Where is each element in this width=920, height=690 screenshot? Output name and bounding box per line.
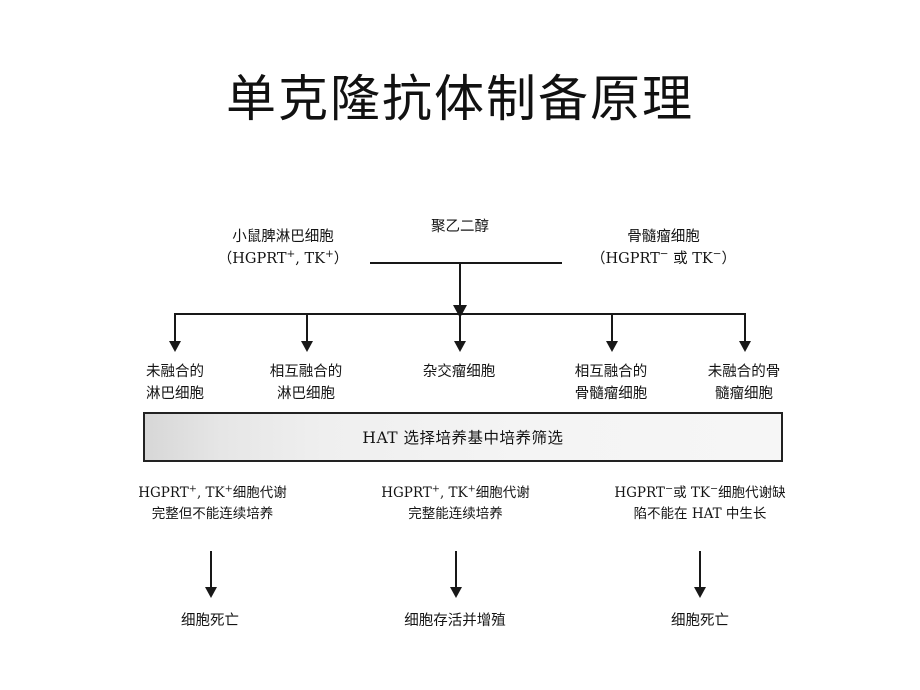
tk-minus-sign: −	[712, 248, 722, 261]
branch-stem-5	[744, 313, 746, 345]
tk-plus-sign: +	[325, 248, 334, 261]
outcome-2-description: 完整能连续培养	[408, 505, 503, 522]
outcome-3-hgprt-sign: −	[664, 483, 674, 495]
hgprt-plus-sign: +	[286, 248, 296, 261]
outcome-3-tk-sign: −	[709, 483, 719, 495]
outcome-2-genotype: HGPRT+, TK+细胞代谢	[381, 483, 530, 501]
product-label-1: 未融合的 淋巴细胞	[110, 361, 240, 406]
product-1-line1: 未融合的	[146, 364, 204, 380]
product-4-line2: 骨髓瘤细胞	[574, 386, 648, 403]
product-2-line2: 淋巴细胞	[277, 386, 335, 403]
outcome-arrowhead-2	[450, 587, 462, 598]
branch-arrowhead-4	[606, 341, 618, 352]
outcome-1-hgprt-sign: +	[188, 483, 197, 495]
product-label-2: 相互融合的 淋巴细胞	[241, 361, 371, 406]
outcome-arrowhead-3	[694, 587, 706, 598]
right-source-label: 骨髓瘤细胞 （HGPRT− 或 TK−）	[556, 226, 771, 271]
outcome-2-hgprt-sign: +	[431, 483, 440, 495]
outcome-1-tk-sign: +	[224, 483, 233, 495]
outcome-result-3: 细胞死亡	[671, 613, 729, 629]
outcome-arrowhead-1	[205, 587, 217, 598]
branch-arrowhead-2	[301, 341, 313, 352]
outcome-status-2: HGPRT+, TK+细胞代谢 完整能连续培养	[358, 483, 553, 525]
outcome-result-2: 细胞存活并增殖	[404, 613, 506, 629]
branch-arrowhead-1	[169, 341, 181, 352]
hat-selection-label: HAT 选择培养基中培养筛选	[362, 429, 564, 447]
product-5-line1: 未融合的骨	[707, 364, 781, 380]
outcome-1-description: 完整但不能连续培养	[151, 505, 274, 522]
outcome-arrow-stem-1	[210, 551, 212, 591]
right-source-genotype: （HGPRT− 或 TK−）	[590, 248, 737, 268]
outcome-arrow-stem-2	[455, 551, 457, 591]
fusion-agent-label: 聚乙二醇	[431, 219, 489, 235]
fusion-connector-line	[370, 262, 562, 264]
outcome-arrow-stem-3	[699, 551, 701, 591]
product-2-line1: 相互融合的	[269, 364, 343, 380]
left-source-line1: 小鼠脾淋巴细胞	[232, 229, 334, 245]
branch-stem-4	[611, 313, 613, 345]
hgprt-minus-sign: −	[659, 248, 669, 261]
fusion-stem-line	[459, 262, 461, 310]
product-label-5: 未融合的骨 髓瘤细胞	[679, 361, 809, 406]
product-5-line2: 髓瘤细胞	[715, 386, 773, 403]
product-4-line1: 相互融合的	[574, 364, 648, 380]
outcome-3-description: 陷不能在 HAT 中生长	[633, 505, 767, 522]
outcome-status-1: HGPRT+, TK+细胞代谢 完整但不能连续培养	[115, 483, 310, 525]
hat-selection-box: HAT 选择培养基中培养筛选	[143, 412, 783, 462]
page-title: 单克隆抗体制备原理	[226, 70, 694, 128]
branch-arrowhead-3	[454, 341, 466, 352]
branch-stem-2	[306, 313, 308, 345]
outcome-2-tk-sign: +	[467, 483, 476, 495]
outcome-status-3: HGPRT−或 TK−细胞代谢缺 陷不能在 HAT 中生长	[595, 483, 805, 525]
outcome-1-genotype: HGPRT+, TK+细胞代谢	[138, 483, 287, 501]
branch-stem-1	[174, 313, 176, 345]
outcome-result-1: 细胞死亡	[181, 613, 239, 629]
outcome-3-genotype: HGPRT−或 TK−细胞代谢缺	[614, 483, 786, 501]
branch-stem-3	[459, 313, 461, 345]
product-3-line1: 杂交瘤细胞	[422, 364, 496, 380]
left-source-label: 小鼠脾淋巴细胞 （HGPRT+, TK+）	[178, 226, 388, 271]
product-label-3: 杂交瘤细胞	[394, 361, 524, 383]
product-label-4: 相互融合的 骨髓瘤细胞	[546, 361, 676, 406]
left-source-genotype: （HGPRT+, TK+）	[217, 248, 349, 268]
product-1-line2: 淋巴细胞	[146, 386, 204, 403]
right-source-line1: 骨髓瘤细胞	[627, 229, 700, 245]
branch-arrowhead-5	[739, 341, 751, 352]
